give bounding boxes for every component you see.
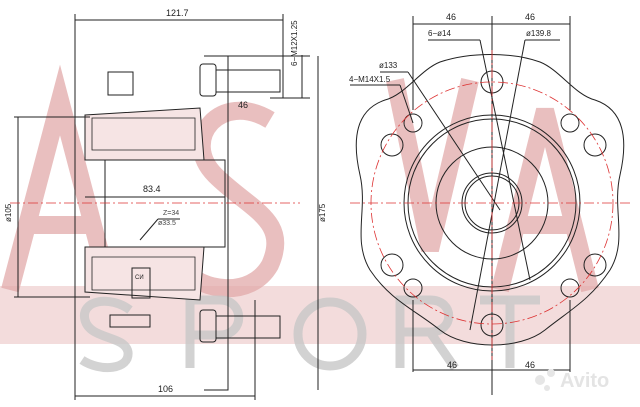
holes-label: 6−ø14: [428, 29, 451, 38]
overall-width-label: 121.7: [166, 8, 189, 18]
bottom-right-spacing-label: 46: [525, 360, 536, 370]
avito-watermark-text: Avito: [560, 370, 610, 392]
avito-logo: [535, 369, 555, 391]
top-left-spacing-label: 46: [446, 12, 457, 22]
bolt-thread-label: 4−M14X1.5: [349, 75, 391, 84]
bore-length-label: 83.4: [143, 184, 161, 194]
front-centerlines: [350, 50, 630, 360]
watermark-asva: [1, 64, 599, 298]
spline-dia-label: ø33.5: [158, 220, 176, 227]
base-length-label: 106: [158, 384, 174, 394]
stud-thread-label: 6−M12X1.25: [290, 20, 299, 66]
pcd-small-label: ø133: [379, 61, 398, 70]
top-right-spacing-label: 46: [525, 12, 536, 22]
pcd-large-label: ø139.8: [526, 29, 551, 38]
spline-teeth-label: Z=34: [163, 210, 180, 217]
hub-dia-label: ø105: [4, 203, 13, 222]
watermark-sport: [79, 295, 540, 373]
stud-length-label: 46: [238, 100, 249, 110]
bottom-left-spacing-label: 46: [447, 360, 458, 370]
side-view: [14, 14, 319, 400]
flange-dia-label: ø175: [318, 203, 327, 222]
sensor-label: СИ: [135, 275, 144, 281]
